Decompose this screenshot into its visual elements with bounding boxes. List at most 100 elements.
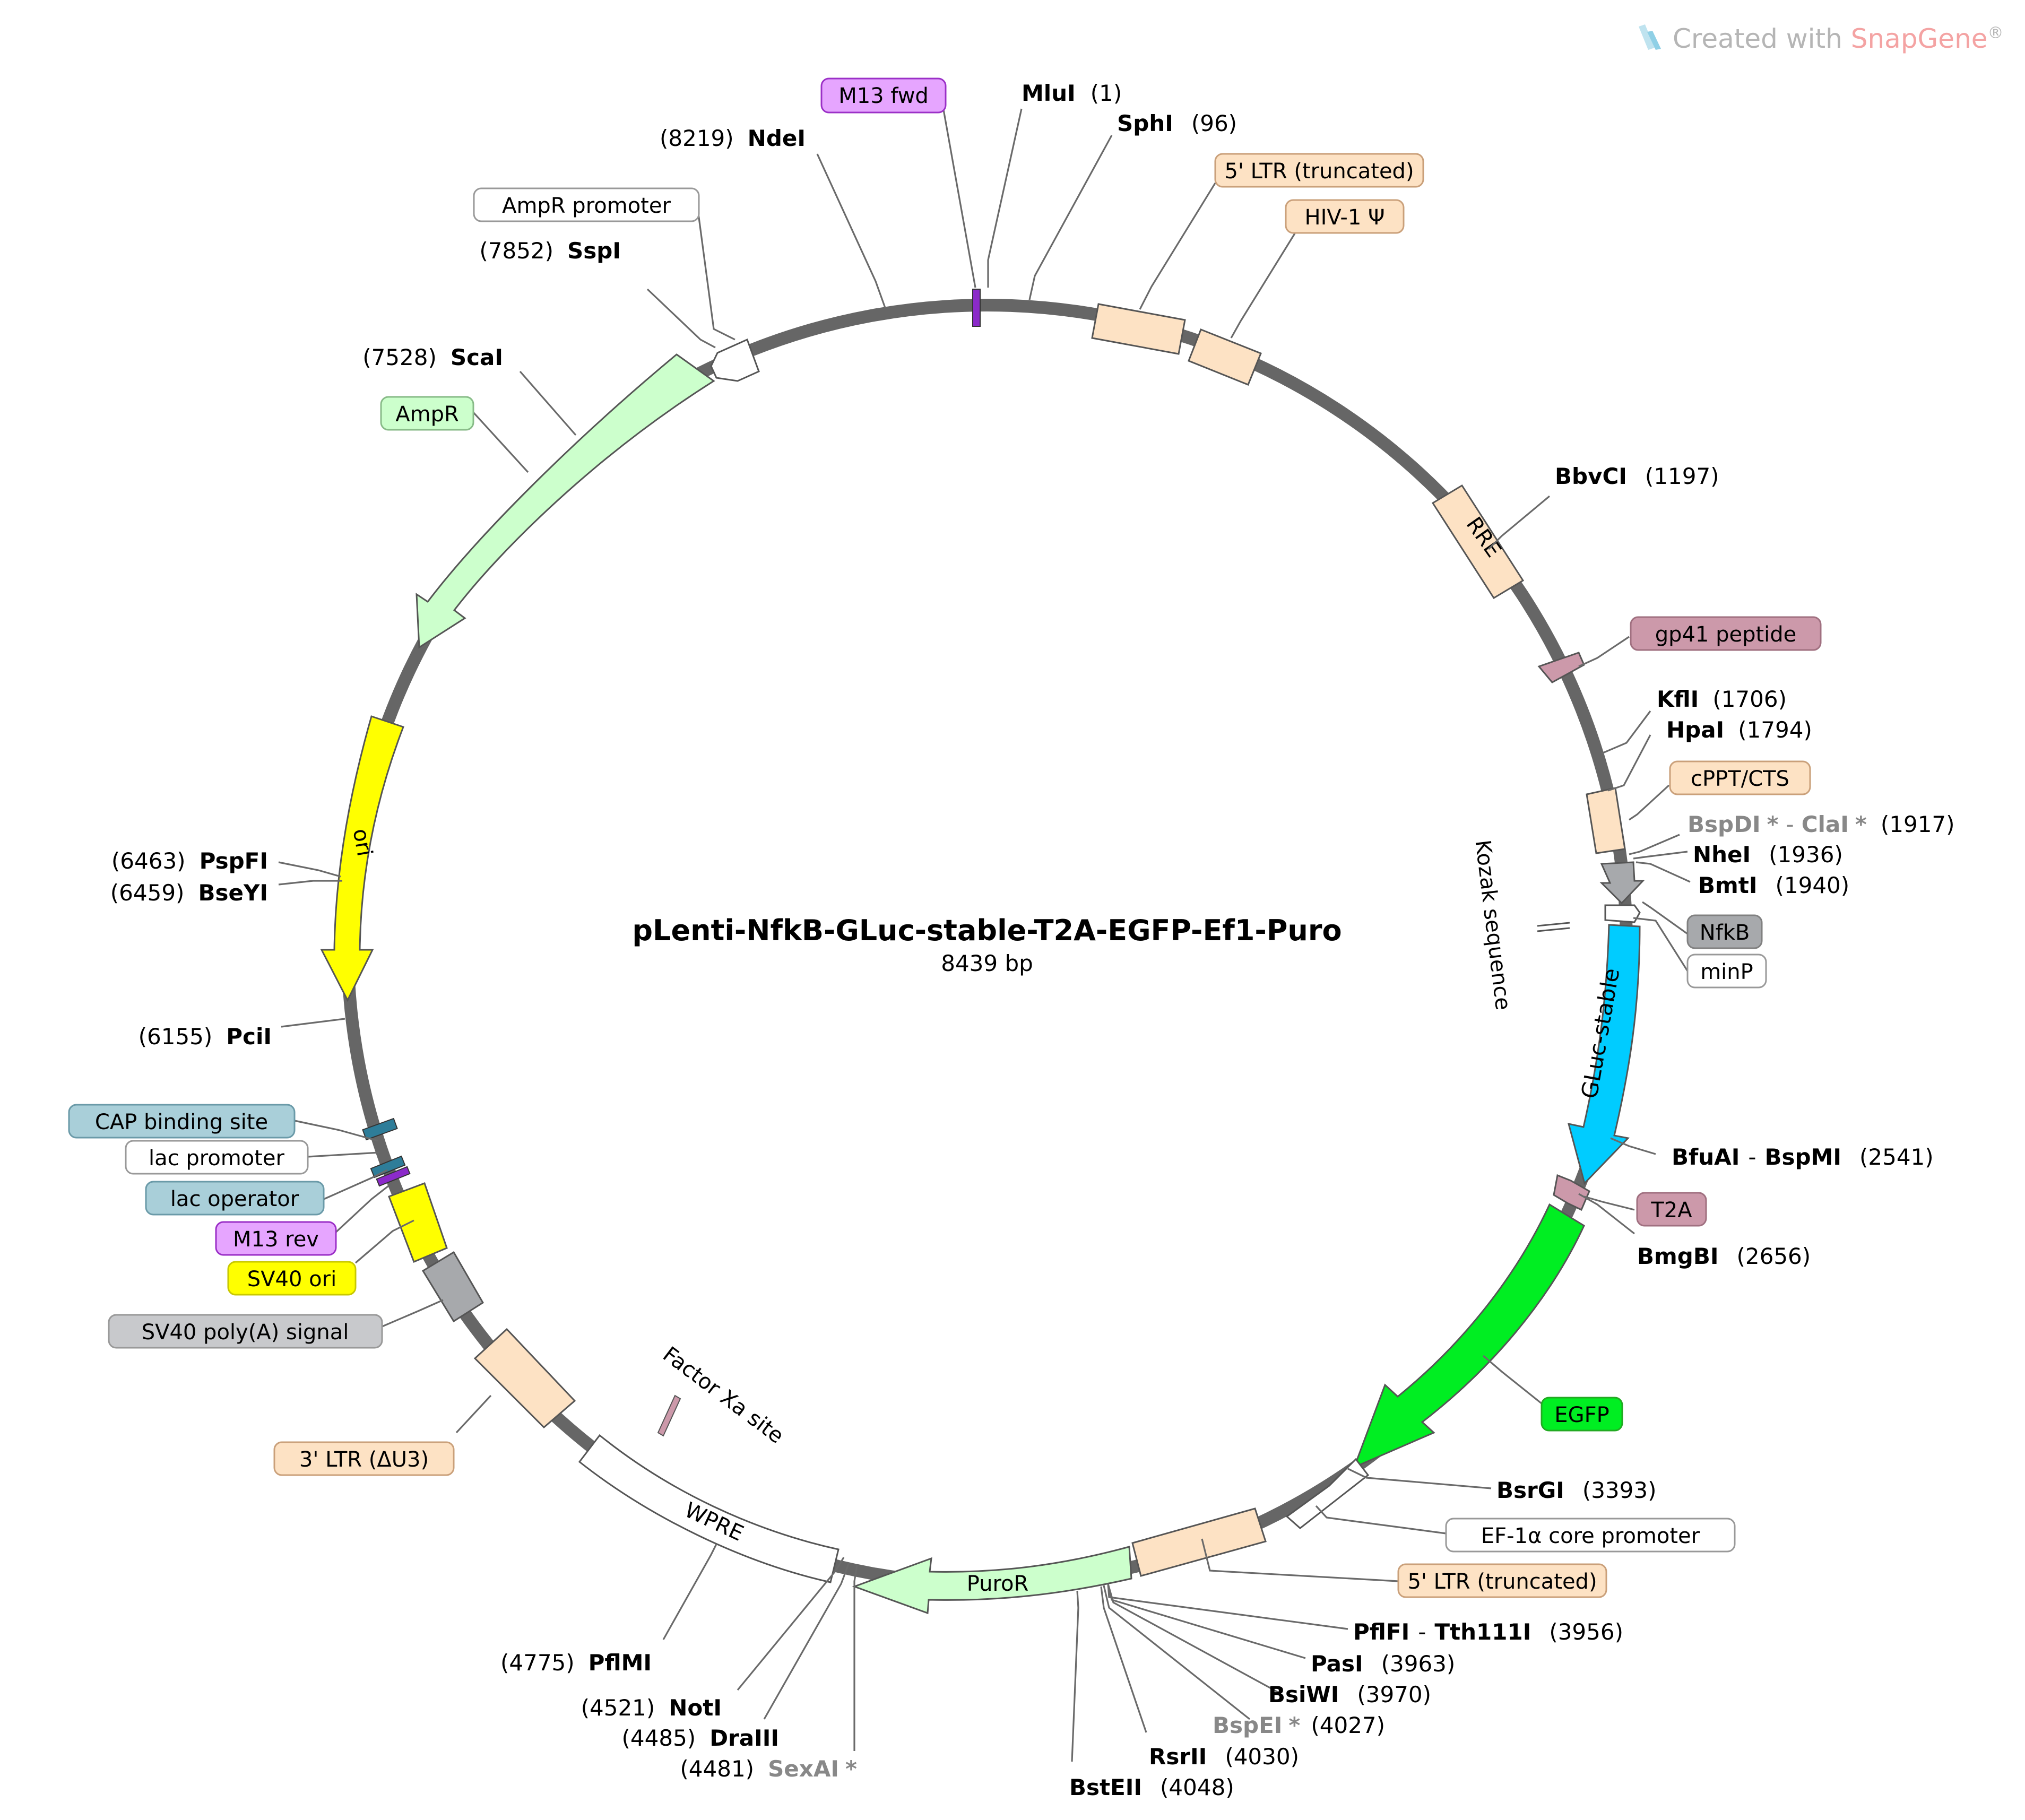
site-bfuai-bspmi: BfuAI-BspMI(2541) [1672, 1144, 1934, 1170]
factor-xa-mark [657, 1394, 681, 1437]
svg-text:(4481)SexAI*: (4481)SexAI* [680, 1756, 857, 1782]
svg-text:(4775)PflMI: (4775)PflMI [500, 1650, 652, 1676]
site-pflfi-tth111i: PflFI-Tth111I(3956) [1353, 1619, 1623, 1645]
feature-gluc-stable: GLuc-stable [1567, 924, 1641, 1185]
chip-ampr: AmpR [380, 396, 474, 431]
lac-operator-mark [370, 1155, 406, 1178]
chip-5ltr-bottom: 5' LTR (truncated) [1397, 1563, 1607, 1598]
chip-3ltr: 3' LTR (ΔU3) [273, 1441, 455, 1476]
site-draiii: (4485)DraIII [622, 1725, 779, 1751]
snapgene-watermark: Created with SnapGene® [1639, 23, 2004, 54]
svg-text:BfuAI-BspMI(2541): BfuAI-BspMI(2541) [1672, 1144, 1934, 1170]
watermark-prefix: Created with [1673, 23, 1851, 54]
svg-text:(6459)BseYI: (6459)BseYI [110, 880, 268, 906]
leader-lines [278, 100, 1691, 1762]
svg-text:T2A: T2A [1650, 1198, 1692, 1223]
site-kfli: KflI(1706) [1657, 686, 1787, 712]
svg-text:KflI(1706): KflI(1706) [1657, 686, 1787, 712]
feature-sv40pa-shape [421, 1251, 484, 1323]
m13rev-mark [376, 1166, 411, 1187]
svg-text:BspEI*(4027): BspEI*(4027) [1213, 1712, 1385, 1738]
chip-minp: minP [1686, 954, 1767, 989]
site-rsrii: RsrII(4030) [1149, 1744, 1299, 1770]
svg-text:lac operator: lac operator [170, 1187, 299, 1211]
svg-text:SV40 poly(A) signal: SV40 poly(A) signal [142, 1320, 349, 1345]
site-bseyi: (6459)BseYI [110, 880, 268, 906]
svg-text:(6155)PciI: (6155)PciI [139, 1024, 272, 1050]
site-ndei: (8219)NdeI [660, 125, 806, 151]
svg-text:HpaI(1794): HpaI(1794) [1666, 717, 1812, 743]
feature-puror: PuroR [852, 1546, 1132, 1615]
feature-kozak-label: Kozak sequence [1470, 838, 1515, 1011]
site-pflmi: (4775)PflMI [500, 1650, 652, 1676]
svg-text:M13 fwd: M13 fwd [838, 84, 929, 108]
svg-text:5' LTR (truncated): 5' LTR (truncated) [1224, 159, 1414, 184]
site-pcii: (6155)PciI [139, 1024, 272, 1050]
svg-text:cPPT/CTS: cPPT/CTS [1691, 767, 1789, 791]
site-sexai: (4481)SexAI* [680, 1756, 857, 1782]
feature-egfp-shape [1353, 1203, 1585, 1469]
feature-ampr-shape [416, 353, 715, 649]
chip-5ltr-top: 5' LTR (truncated) [1214, 153, 1424, 188]
svg-text:RsrII(4030): RsrII(4030) [1149, 1744, 1299, 1770]
chip-cppt-cts: cPPT/CTS [1669, 760, 1811, 795]
site-bsteii: BstEII(4048) [1069, 1774, 1234, 1800]
svg-text:HIV-1 Ψ: HIV-1 Ψ [1305, 205, 1385, 230]
site-nhei: NheI(1936) [1693, 842, 1843, 868]
watermark-brand: SnapGene [1851, 23, 1988, 54]
feature-minp-shape [1604, 904, 1641, 923]
cap-site-mark [362, 1117, 398, 1141]
feature-ori: ori [320, 715, 404, 1002]
site-noti: (4521)NotI [581, 1695, 722, 1721]
site-sspi: (7852)SspI [479, 238, 621, 264]
site-bspei: BspEI*(4027) [1213, 1712, 1385, 1738]
site-pspfi: (6463)PspFI [111, 848, 268, 874]
site-mlui: MluI(1) [1022, 80, 1122, 106]
watermark-suffix: ® [1988, 24, 2004, 42]
site-hpai: HpaI(1794) [1666, 717, 1812, 743]
svg-text:(4521)NotI: (4521)NotI [581, 1695, 722, 1721]
svg-text:(4485)DraIII: (4485)DraIII [622, 1725, 779, 1751]
chip-t2a: T2A [1636, 1192, 1707, 1227]
site-bmti: BmtI(1940) [1698, 872, 1849, 898]
feature-nfkb-shape [1599, 861, 1645, 905]
svg-text:(6463)PspFI: (6463)PspFI [111, 848, 268, 874]
primer-m13fwd-mark [972, 289, 981, 327]
svg-text:NheI(1936): NheI(1936) [1693, 842, 1843, 868]
chip-lac-promoter: lac promoter [125, 1140, 309, 1175]
svg-text:EF-1α core promoter: EF-1α core promoter [1481, 1524, 1700, 1548]
feature-puror-label: PuroR [967, 1572, 1029, 1596]
site-scai: (7528)ScaI [362, 344, 503, 370]
chip-hiv1-psi: HIV-1 Ψ [1285, 199, 1405, 234]
feature-ampprom-shape [710, 338, 760, 382]
svg-text:CAP binding site: CAP binding site [95, 1110, 268, 1134]
site-bmgbi: BmgBI(2656) [1637, 1243, 1811, 1269]
svg-text:3' LTR (ΔU3): 3' LTR (ΔU3) [299, 1448, 429, 1472]
feature-cppt-cts [1586, 787, 1626, 854]
svg-text:BmgBI(2656): BmgBI(2656) [1637, 1243, 1811, 1269]
svg-text:BsrGI(3393): BsrGI(3393) [1496, 1477, 1657, 1503]
svg-text:gp41 peptide: gp41 peptide [1655, 622, 1797, 647]
feature-t2a-shape [1553, 1174, 1590, 1211]
svg-text:BstEII(4048): BstEII(4048) [1069, 1774, 1234, 1800]
snapgene-logo-icon [1639, 24, 1655, 50]
site-bsrgi: BsrGI(3393) [1496, 1477, 1657, 1503]
feature-rre: RRE [1431, 484, 1525, 600]
svg-text:AmpR: AmpR [395, 402, 459, 427]
feature-sv40ori-shape [388, 1182, 448, 1263]
svg-text:Created with SnapGene®: Created with SnapGene® [1673, 23, 2004, 54]
svg-text:(7852)SspI: (7852)SspI [479, 238, 621, 264]
svg-text:PflFI-Tth111I(3956): PflFI-Tth111I(3956) [1353, 1619, 1623, 1645]
svg-text:MluI(1): MluI(1) [1022, 80, 1122, 106]
feature-ori-label: ori [348, 827, 377, 858]
site-pasi: PasI(3963) [1311, 1651, 1455, 1677]
svg-text:NfkB: NfkB [1700, 921, 1750, 945]
chip-sv40ori: SV40 ori [227, 1261, 357, 1296]
svg-text:BmtI(1940): BmtI(1940) [1698, 872, 1849, 898]
chip-ef1a: EF-1α core promoter [1445, 1518, 1736, 1553]
feature-5ltr-top [1091, 303, 1186, 355]
svg-text:EGFP: EGFP [1554, 1403, 1609, 1427]
svg-text:SV40 ori: SV40 ori [247, 1267, 336, 1292]
